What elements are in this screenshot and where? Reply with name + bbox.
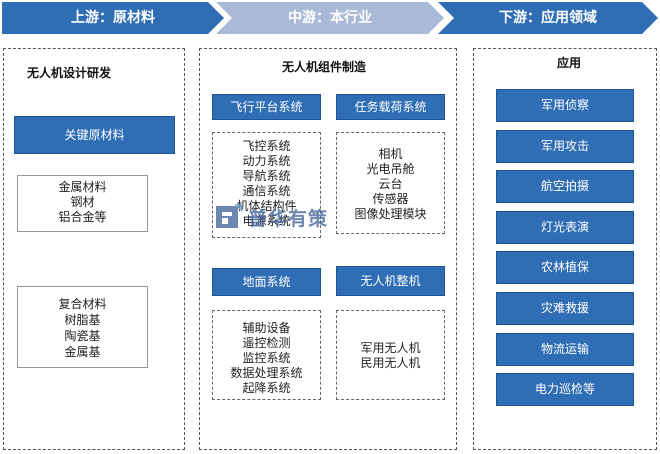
complete-drone-item: 军用无人机 xyxy=(360,341,421,355)
flight-platform-item: 导航系统 xyxy=(242,169,291,183)
flight-platform-item: 飞控系统 xyxy=(242,139,291,153)
application-box: 军用侦察 xyxy=(496,89,634,122)
composites-list: 复合材料 树脂基 陶瓷基 金属基 xyxy=(18,296,147,360)
application-label: 农林植保 xyxy=(540,260,589,275)
composites-item: 树脂基 xyxy=(64,313,101,327)
application-box: 农林植保 xyxy=(496,251,634,285)
complete-drone-list: 军用无人机 民用无人机 xyxy=(337,341,444,371)
stage-banner-downstream: 下游：应用领域 xyxy=(438,2,658,34)
stage-banner-midstream: 中游：本行业 xyxy=(216,2,444,34)
logo-mark-icon xyxy=(216,204,242,228)
payload-item: 图像处理模块 xyxy=(354,207,427,221)
metals-item: 金属材料 xyxy=(58,180,107,194)
flight-platform-header: 飞行平台系统 xyxy=(212,94,321,120)
flight-platform-title: 飞行平台系统 xyxy=(230,100,303,114)
banner-arrow-shape xyxy=(438,2,658,34)
flight-platform-list: 飞控系统 动力系统 导航系统 通信系统 机体结构件 电源系统 xyxy=(213,139,320,229)
ground-list: 辅助设备 遥控检测 监控系统 数据处理系统 起降系统 xyxy=(213,321,320,396)
banner-arrow-shape xyxy=(216,2,444,34)
metals-item: 钢材 xyxy=(70,195,95,209)
metals-box: 金属材料 钢材 铝合金等 xyxy=(17,175,148,232)
application-label: 军用攻击 xyxy=(540,138,589,153)
composites-box: 复合材料 树脂基 陶瓷基 金属基 xyxy=(17,286,148,368)
composites-item: 金属基 xyxy=(64,345,101,359)
application-label: 航空拍摄 xyxy=(540,179,589,194)
application-label: 灾难救援 xyxy=(540,301,589,315)
upstream-column xyxy=(3,48,185,450)
application-label: 灯光表演 xyxy=(540,219,589,234)
payload-header: 任务载荷系统 xyxy=(336,94,445,120)
watermark-text: 普华有策 xyxy=(248,208,329,230)
ground-header: 地面系统 xyxy=(212,268,321,296)
application-box: 物流运输 xyxy=(496,332,634,366)
complete-drone-header: 无人机整机 xyxy=(336,266,445,296)
ground-box: 辅助设备 遥控检测 监控系统 数据处理系统 起降系统 xyxy=(212,310,321,400)
payload-item: 传感器 xyxy=(372,192,409,206)
ground-item: 监控系统 xyxy=(242,351,291,365)
application-box: 航空拍摄 xyxy=(496,170,634,204)
metals-item: 铝合金等 xyxy=(58,210,107,224)
flight-platform-item: 动力系统 xyxy=(242,154,291,168)
ground-item: 数据处理系统 xyxy=(230,366,303,380)
key-material-box: 关键原材料 xyxy=(14,116,175,154)
banner-arrow-shape xyxy=(2,2,224,34)
stage-banner-upstream: 上游：原材料 xyxy=(2,2,224,34)
payload-item: 光电吊舱 xyxy=(366,162,415,176)
complete-drone-box: 军用无人机 民用无人机 xyxy=(336,310,445,400)
application-label: 物流运输 xyxy=(540,341,589,356)
stage-label-upstream: 上游：原材料 xyxy=(71,10,155,26)
complete-drone-item: 民用无人机 xyxy=(360,356,421,370)
application-box: 军用攻击 xyxy=(496,129,634,163)
upstream-title: 无人机设计研发 xyxy=(27,66,112,80)
payload-title: 任务载荷系统 xyxy=(354,100,427,114)
composites-item: 复合材料 xyxy=(58,297,107,311)
payload-box: 相机 光电吊舱 云台 传感器 图像处理模块 xyxy=(336,132,445,234)
payload-item: 云台 xyxy=(378,177,403,191)
payload-item: 相机 xyxy=(378,147,403,161)
application-label: 电力巡检等 xyxy=(534,382,595,397)
key-material-label: 关键原材料 xyxy=(64,128,125,142)
ground-item: 辅助设备 xyxy=(242,321,291,335)
application-box: 灾难救援 xyxy=(496,292,634,325)
application-label: 军用侦察 xyxy=(540,98,589,112)
payload-list: 相机 光电吊舱 云台 传感器 图像处理模块 xyxy=(337,147,444,222)
stage-label-downstream: 下游：应用领域 xyxy=(499,10,597,26)
ground-item: 起降系统 xyxy=(242,381,291,395)
flight-platform-item: 机体结构件 xyxy=(236,199,297,213)
ground-title: 地面系统 xyxy=(242,275,291,289)
application-box: 电力巡检等 xyxy=(496,373,634,407)
composites-item: 陶瓷基 xyxy=(64,329,101,343)
flight-platform-item: 电源系统 xyxy=(242,214,291,228)
ground-item: 遥控检测 xyxy=(242,336,291,350)
midstream-title: 无人机组件制造 xyxy=(282,60,367,74)
complete-drone-title: 无人机整机 xyxy=(360,274,421,288)
application-box: 灯光表演 xyxy=(496,210,634,244)
downstream-title: 应用 xyxy=(557,56,582,70)
metals-list: 金属材料 钢材 铝合金等 xyxy=(18,180,147,225)
stage-label-midstream: 中游：本行业 xyxy=(288,10,372,26)
flight-platform-item: 通信系统 xyxy=(242,184,291,198)
watermark-logo: 普华有策 xyxy=(214,200,344,236)
